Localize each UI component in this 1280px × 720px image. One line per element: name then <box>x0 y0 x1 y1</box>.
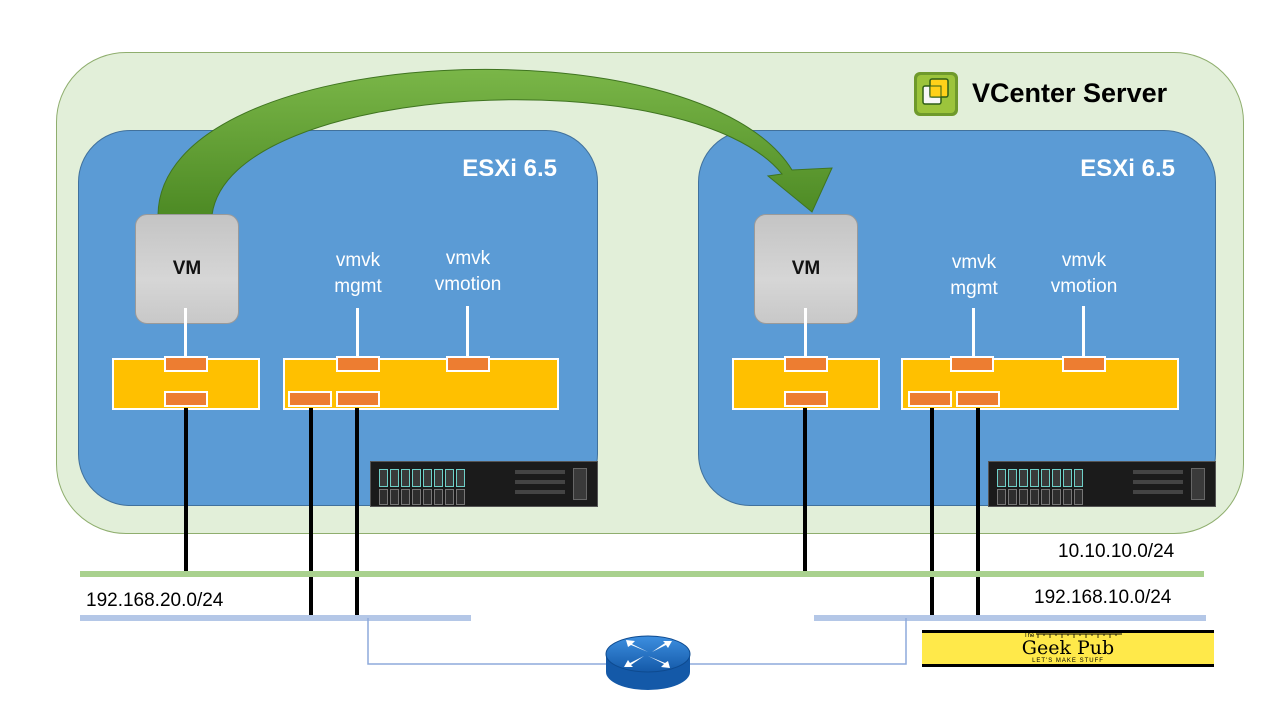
uplink-cable <box>184 408 188 574</box>
port <box>784 356 828 372</box>
server-1-icon <box>370 461 598 507</box>
vmk-vmotion-label-2: vmvk vmotion <box>1050 250 1118 297</box>
vm-2-link <box>804 308 807 360</box>
vmk-vmotion-label-1: vmvk vmotion <box>434 248 502 295</box>
host-1-title: ESXi 6.5 <box>462 155 557 182</box>
port <box>164 391 208 407</box>
host-2-title: ESXi 6.5 <box>1080 155 1175 182</box>
vmk-mgmt-label-1: vmvk mgmt <box>334 250 382 297</box>
port <box>164 356 208 372</box>
geek-pub-tagline: LET'S MAKE STUFF <box>1032 658 1104 664</box>
port <box>446 356 490 372</box>
vm-1[interactable]: VM <box>135 214 239 324</box>
port <box>1062 356 1106 372</box>
vmk-vmotion-link-2 <box>1082 306 1085 360</box>
vcenter-title: VCenter Server <box>972 78 1168 108</box>
port <box>908 391 952 407</box>
vmk-mgmt-label-2: vmvk mgmt <box>950 252 998 299</box>
port <box>950 356 994 372</box>
vm-2-label: VM <box>791 258 821 279</box>
port <box>288 391 332 407</box>
port <box>784 391 828 407</box>
vm-1-link <box>184 308 187 360</box>
uplink-cable <box>803 408 807 574</box>
network-blue-right-label: 192.168.10.0/24 <box>1034 587 1172 608</box>
vcenter-logo-icon <box>914 72 958 116</box>
geek-pub-name: Geek Pub <box>1021 637 1115 659</box>
vmk-mgmt-link-1 <box>356 308 359 360</box>
network-192-168-10 <box>814 615 1206 621</box>
network-10-10-10 <box>80 571 1204 577</box>
vmk-mgmt-link-2 <box>972 308 975 360</box>
port <box>956 391 1000 407</box>
uplink-cable <box>309 408 313 618</box>
vmk-vmotion-link-1 <box>466 306 469 360</box>
ruler-icon <box>1036 633 1122 638</box>
vm-2[interactable]: VM <box>754 214 858 324</box>
uplink-cable <box>930 408 934 618</box>
network-blue-left-label: 192.168.20.0/24 <box>86 590 224 611</box>
router-icon[interactable] <box>604 632 692 694</box>
network-green-label: 10.10.10.0/24 <box>1058 541 1175 562</box>
port <box>336 356 380 372</box>
server-2-icon <box>988 461 1216 507</box>
network-192-168-20 <box>80 615 471 621</box>
geek-pub-logo: The Geek Pub LET'S MAKE STUFF <box>922 630 1214 667</box>
vm-1-label: VM <box>172 258 202 279</box>
uplink-cable <box>976 408 980 618</box>
port <box>336 391 380 407</box>
uplink-cable <box>355 408 359 618</box>
